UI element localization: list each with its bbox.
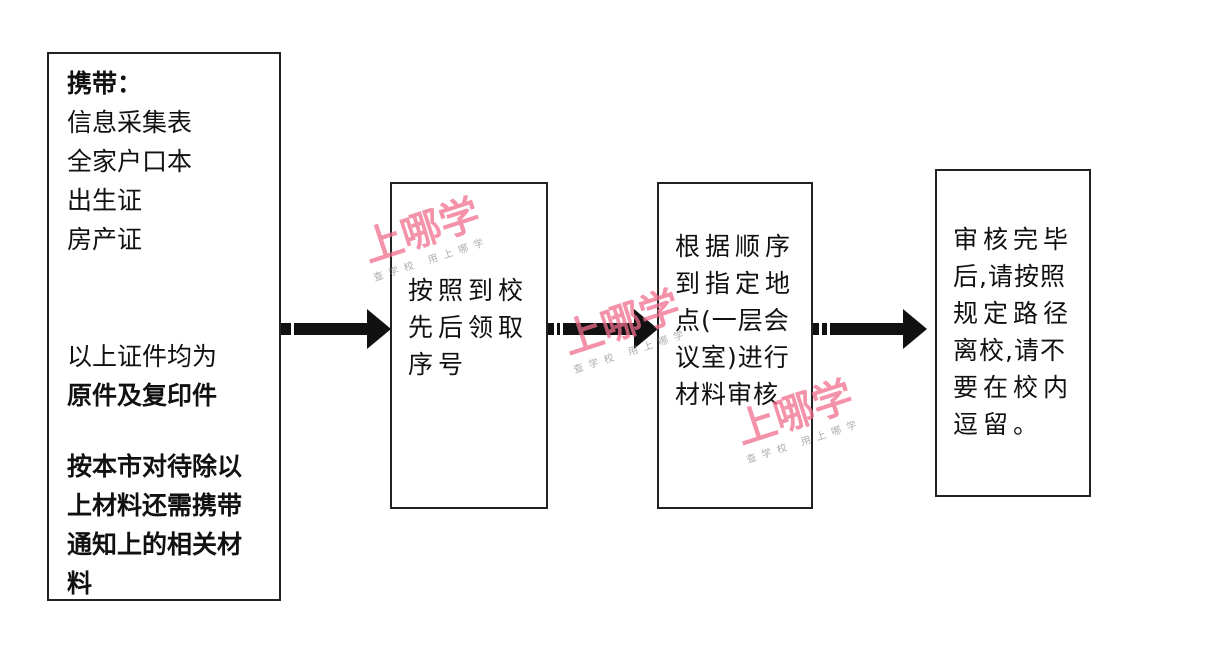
arrow-2	[548, 309, 658, 349]
step-4-box: 审核完毕 后,请按照 规定路径 离校,请不 要在校内 逗留。	[935, 169, 1091, 497]
step-line: 审核完毕	[953, 225, 1074, 254]
extra-line: 通知上的相关材	[67, 530, 243, 559]
carry-heading: 携带：	[67, 69, 143, 98]
step-2-box: 按照到校 先后领取 序号	[390, 182, 548, 509]
step-3-box: 根据顺序 到指定地 点(一层会 议室)进行 材料审核	[657, 182, 813, 509]
arrow-1	[281, 309, 391, 349]
step-line: 根据顺序	[675, 232, 796, 261]
step-line: 逗留。	[953, 410, 1044, 439]
item: 全家户口本	[67, 147, 193, 176]
step-line: 先后领取	[408, 313, 529, 342]
item: 房产证	[67, 225, 143, 254]
item: 出生证	[67, 186, 143, 215]
step-line: 点(一层会	[675, 306, 790, 335]
step-line: 序号	[408, 350, 469, 379]
note: 以上证件均为	[67, 342, 218, 371]
extra-line: 按本市对待除以	[67, 452, 243, 481]
extra-line: 上材料还需携带	[67, 491, 243, 520]
step-line: 要在校内	[953, 373, 1074, 402]
item: 信息采集表	[67, 108, 193, 137]
step-line: 议室)进行	[675, 343, 790, 372]
step-line: 材料审核	[675, 380, 780, 409]
extra-line: 料	[67, 569, 93, 598]
step-1-box: 携带： 信息采集表 全家户口本 出生证 房产证 以上证件均为 原件及复印件 按本…	[47, 52, 281, 601]
step-line: 按照到校	[408, 276, 529, 305]
step-line: 到指定地	[675, 269, 796, 298]
arrow-3	[813, 309, 927, 349]
step-line: 离校,请不	[953, 336, 1066, 365]
step-line: 规定路径	[953, 299, 1074, 328]
step-line: 后,请按照	[953, 262, 1066, 291]
note-bold: 原件及复印件	[67, 381, 218, 410]
